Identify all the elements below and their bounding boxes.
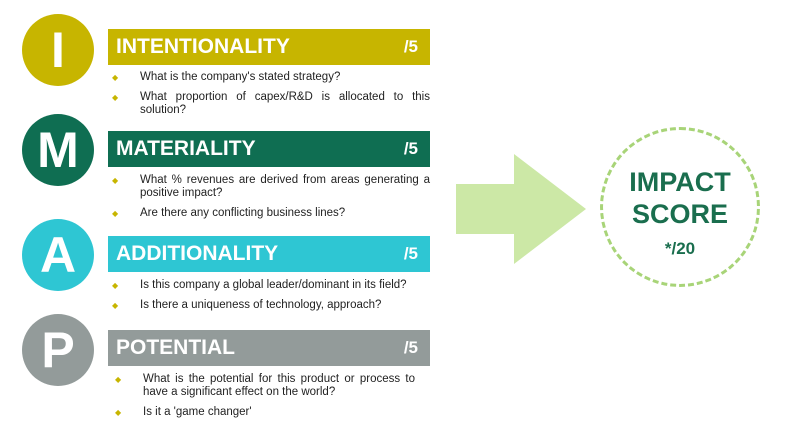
letter-p: P [41,322,75,378]
impact-score-line2: SCORE [631,199,729,229]
list-item: ◆ What is the company's stated strategy? [112,71,341,83]
additionality-title: ADDITIONALITY [116,242,279,265]
diamond-bullet-icon: ◆ [112,73,119,82]
materiality-title: MATERIALITY [116,137,256,160]
list-item: ◆ What proportion of capex/R&D is alloca… [112,91,430,116]
list-item: ◆ Is this company a global leader/domina… [112,279,407,291]
potential-questions: ◆ What is the potential for this product… [115,373,415,426]
list-item: ◆ Is there a uniqueness of technology, a… [112,299,382,311]
materiality-score: /5 [403,139,418,158]
diamond-bullet-icon: ◆ [115,408,122,417]
intentionality-questions: ◆ What is the company's stated strategy?… [112,71,430,124]
intentionality-title: INTENTIONALITY [116,35,290,58]
list-item: ◆ What % revenues are derived from areas… [112,174,430,199]
letter-circle-m: M [22,114,94,186]
letter-circle-p: P [22,314,94,386]
letter-a: A [39,227,77,283]
diamond-bullet-icon: ◆ [112,209,119,218]
list-item: ◆ Are there any conflicting business lin… [112,207,346,219]
impact-score-circle [600,127,760,287]
additionality-questions: ◆ Is this company a global leader/domina… [112,279,430,319]
letter-m: M [37,122,79,178]
materiality-questions: ◆ What % revenues are derived from areas… [112,174,430,227]
intentionality-score: /5 [403,37,418,56]
diamond-bullet-icon: ◆ [112,176,119,185]
letter-circle-a: A [22,219,94,291]
additionality-score: /5 [403,244,418,263]
impact-score-total: */20 [664,239,696,258]
materiality-header: MATERIALITY /5 [108,131,430,167]
list-item: ◆ Is it a 'game changer' [115,406,252,418]
diamond-bullet-icon: ◆ [112,301,119,310]
right-arrow-icon [456,154,586,264]
list-item: ◆ What is the potential for this product… [115,373,415,398]
potential-header: POTENTIAL /5 [108,330,430,366]
intentionality-header: INTENTIONALITY /5 [108,29,430,65]
letter-i: I [51,22,65,78]
potential-score: /5 [403,338,418,357]
potential-title: POTENTIAL [116,336,235,359]
impact-score-line1: IMPACT [629,167,731,197]
additionality-header: ADDITIONALITY /5 [108,236,430,272]
diamond-bullet-icon: ◆ [112,281,119,290]
diamond-bullet-icon: ◆ [115,375,122,384]
diamond-bullet-icon: ◆ [112,93,119,102]
impact-score-title: IMPACT SCORE [600,166,760,230]
letter-circle-i: I [22,14,94,86]
